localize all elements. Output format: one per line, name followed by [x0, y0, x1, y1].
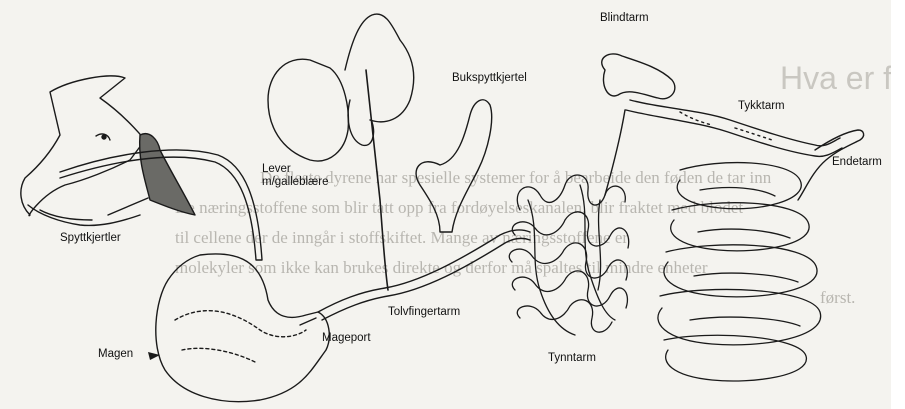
duodenum [318, 230, 530, 312]
page-edge [891, 0, 905, 409]
small-intestine-coils [509, 175, 628, 335]
label-lever: Lever m/galleblære [262, 163, 342, 189]
label-tynntarm: Tynntarm [548, 352, 596, 365]
pig-head-outline [21, 76, 145, 225]
cecum [602, 54, 675, 99]
label-tykktarm: Tykktarm [738, 100, 785, 113]
label-mageport: Mageport [322, 332, 371, 345]
stomach [156, 254, 329, 402]
label-blindtarm: Blindtarm [600, 12, 649, 25]
label-magen: Magen [98, 348, 133, 361]
label-endetarm: Endetarm [832, 156, 882, 169]
salivary-gland [140, 134, 195, 215]
label-tolvfingertarm: Tolvfingertarm [388, 306, 460, 319]
label-bukspyttkjertel: Bukspyttkjertel [452, 72, 527, 85]
label-spyttkjertler: Spyttkjertler [60, 232, 121, 245]
spyttkjertler-pointer [108, 198, 148, 215]
colon-spiral [658, 163, 821, 381]
large-intestine [630, 100, 840, 146]
liver [268, 14, 414, 290]
mageport-pointer [300, 318, 316, 325]
pancreas [416, 100, 492, 232]
